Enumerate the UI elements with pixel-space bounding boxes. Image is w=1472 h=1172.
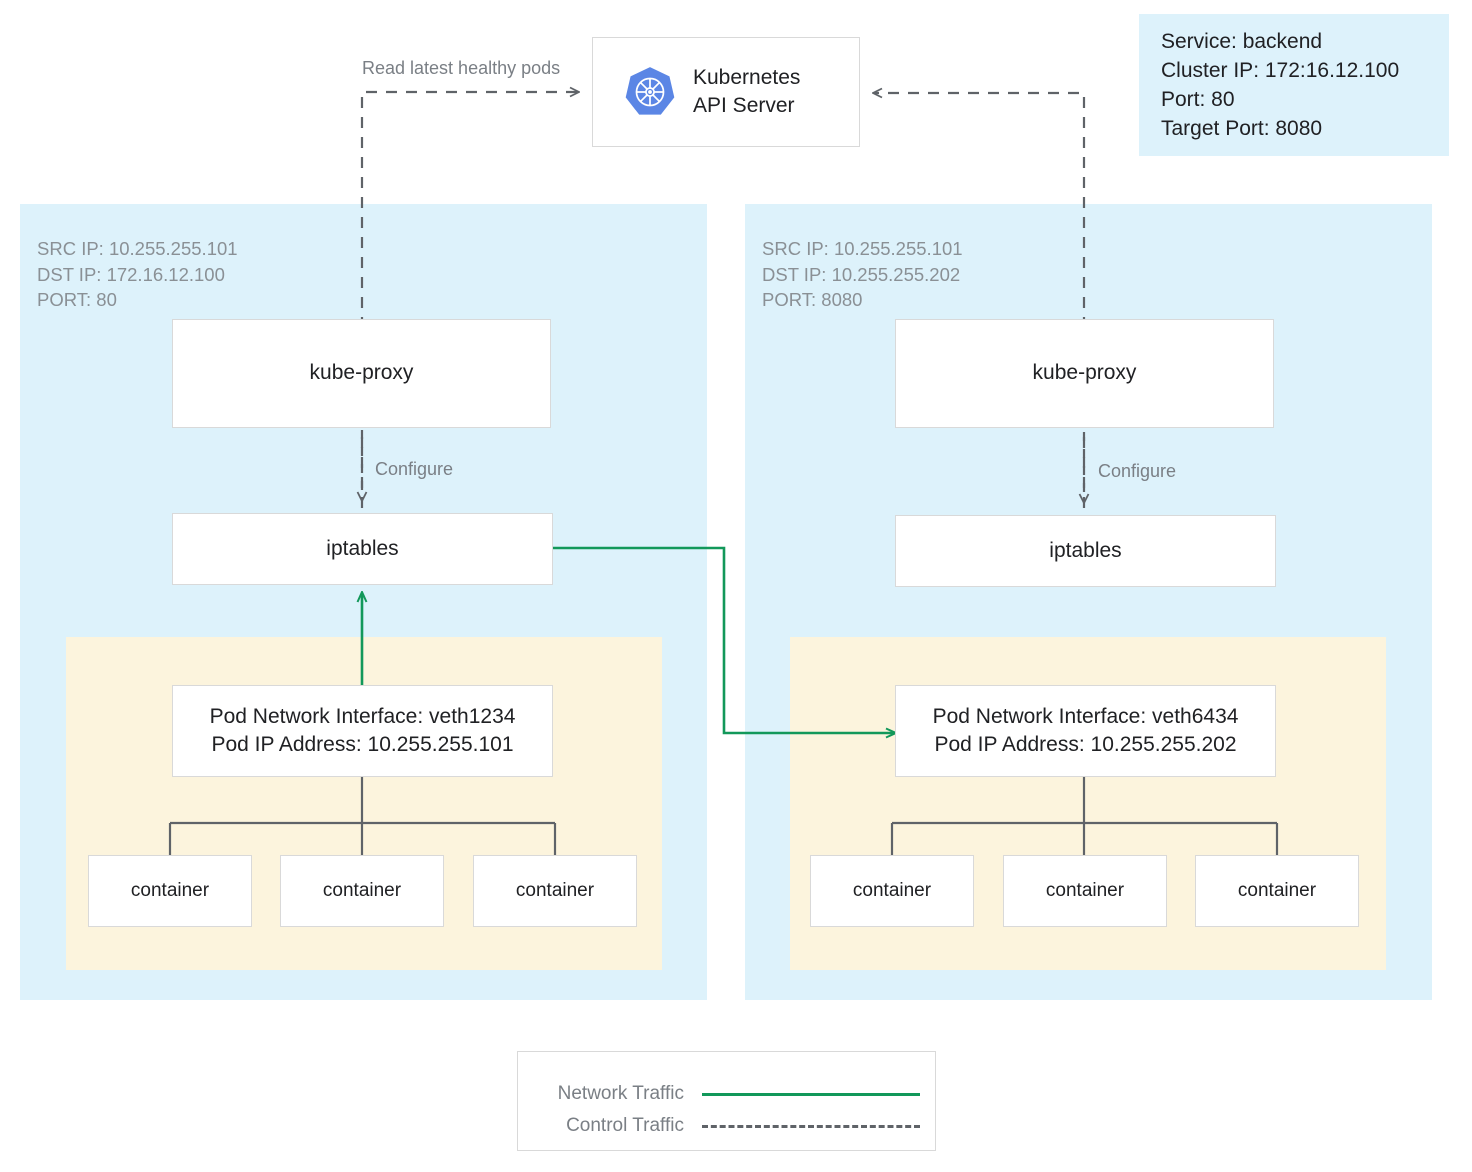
service-port: Port: 80	[1161, 87, 1235, 111]
packet-dst-ip-right: DST IP: 10.255.255.202	[762, 263, 961, 285]
container-box[interactable]: container	[810, 855, 974, 927]
pod-interface-left: Pod Network Interface: veth1234	[209, 705, 516, 729]
pod-ip-left: Pod IP Address: 10.255.255.101	[211, 733, 514, 756]
packet-port-left: PORT: 80	[37, 289, 117, 311]
api-server-title-line1: Kubernetes	[693, 66, 801, 90]
packet-src-ip-left: SRC IP: 10.255.255.101	[37, 238, 238, 259]
iptables-label-left: iptables	[326, 536, 399, 560]
service-target-port: Target Port: 8080	[1161, 116, 1323, 140]
legend-label-control-traffic: Control Traffic	[566, 1115, 684, 1136]
service-cluster-ip: Cluster IP: 172:16.12.100	[1161, 58, 1400, 82]
api-server-title-line2: API Server	[693, 94, 795, 117]
packet-src-ip-right: SRC IP: 10.255.255.101	[762, 238, 963, 259]
pod-network-interface-box-right[interactable]: Pod Network Interface: veth6434 Pod IP A…	[895, 685, 1276, 777]
legend-row-control-traffic: Control Traffic	[536, 1115, 920, 1137]
legend-label-network-traffic: Network Traffic	[557, 1083, 684, 1104]
service-name: Service: backend	[1161, 30, 1323, 53]
kube-proxy-label-right: kube-proxy	[1032, 361, 1137, 385]
kubernetes-logo	[623, 65, 677, 119]
container-box[interactable]: container	[280, 855, 444, 927]
container-box[interactable]: container	[1003, 855, 1167, 927]
packet-port-right: PORT: 8080	[762, 289, 863, 311]
configure-label-right: Configure	[1098, 461, 1177, 481]
iptables-label-right: iptables	[1049, 538, 1122, 562]
container-box[interactable]: container	[473, 855, 637, 927]
container-label: container	[852, 880, 932, 901]
packet-info-right: SRC IP: 10.255.255.101 DST IP: 10.255.25…	[762, 236, 963, 313]
iptables-box-left[interactable]: iptables	[172, 513, 553, 585]
legend-box: Network Traffic Control Traffic	[517, 1051, 936, 1151]
container-label: container	[322, 880, 402, 901]
container-box[interactable]: container	[1195, 855, 1359, 927]
container-label: container	[130, 880, 210, 901]
service-info-box: Service: backend Cluster IP: 172:16.12.1…	[1139, 14, 1449, 156]
configure-label-left: Configure	[375, 459, 454, 479]
kubernetes-api-server-box[interactable]: Kubernetes API Server	[592, 37, 860, 147]
container-label: container	[1237, 880, 1317, 901]
api-server-title: Kubernetes API Server	[693, 64, 800, 119]
pod-ip-right: Pod IP Address: 10.255.255.202	[934, 733, 1237, 756]
packet-dst-ip-left: DST IP: 172.16.12.100	[37, 263, 225, 285]
kube-proxy-box-right[interactable]: kube-proxy	[895, 319, 1274, 428]
container-label: container	[1045, 880, 1125, 901]
kube-proxy-label-left: kube-proxy	[309, 361, 414, 385]
legend-row-network-traffic: Network Traffic	[536, 1083, 920, 1105]
read-latest-healthy-pods-label: Read latest healthy pods	[362, 58, 561, 78]
packet-info-left: SRC IP: 10.255.255.101 DST IP: 172.16.12…	[37, 236, 238, 313]
legend-swatch-network-traffic	[702, 1092, 920, 1096]
container-label: container	[515, 880, 595, 901]
legend-swatch-control-traffic	[702, 1124, 920, 1128]
kube-proxy-box-left[interactable]: kube-proxy	[172, 319, 551, 428]
iptables-box-right[interactable]: iptables	[895, 515, 1276, 587]
pod-network-interface-box-left[interactable]: Pod Network Interface: veth1234 Pod IP A…	[172, 685, 553, 777]
pod-interface-right: Pod Network Interface: veth6434	[932, 705, 1239, 729]
container-box[interactable]: container	[88, 855, 252, 927]
